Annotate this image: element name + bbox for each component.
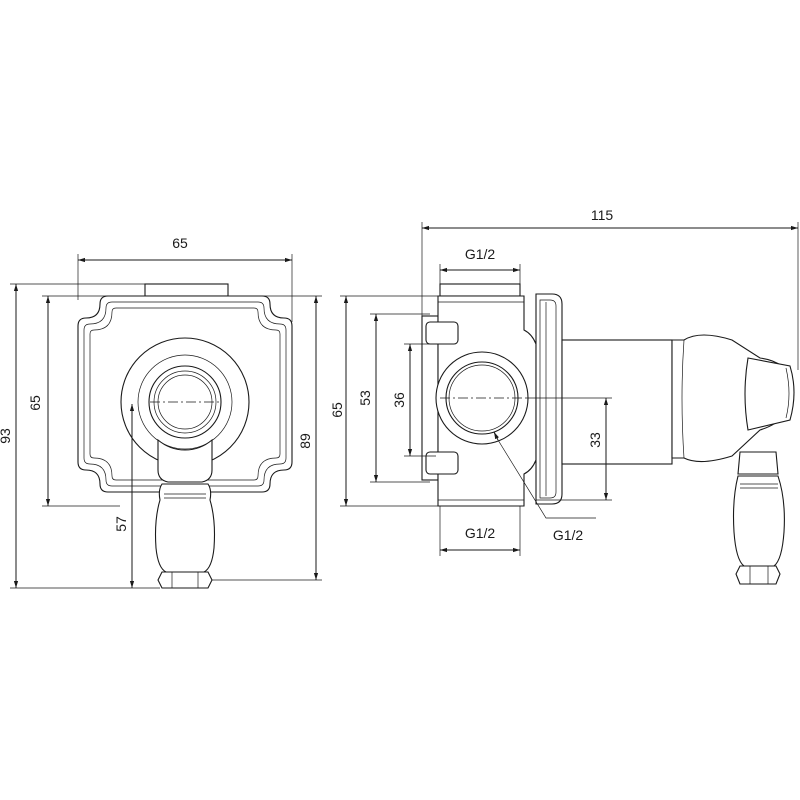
front-center-dim: 57 (113, 516, 129, 532)
side-depth-dim: 115 (591, 207, 614, 223)
front-handle (154, 483, 216, 573)
front-dimensions (10, 254, 322, 589)
side-dimensions (340, 222, 799, 556)
side-outlet-dim: 33 (587, 432, 603, 448)
side-view (421, 283, 795, 585)
front-height-89-dim: 89 (297, 433, 313, 449)
side-body-dim: 53 (357, 390, 373, 406)
front-view (77, 283, 293, 589)
side-plate-dim: 65 (329, 402, 345, 418)
side-bottom-thread: G1/2 (465, 525, 496, 541)
side-handle (732, 475, 785, 567)
front-height-outer-dim: 93 (0, 428, 13, 444)
side-top-thread: G1/2 (465, 246, 496, 262)
front-width-dim: 65 (172, 235, 188, 251)
side-outlet-thread: G1/2 (553, 527, 584, 543)
side-port-dim: 36 (391, 392, 407, 408)
front-height-plate-dim: 65 (27, 395, 43, 411)
